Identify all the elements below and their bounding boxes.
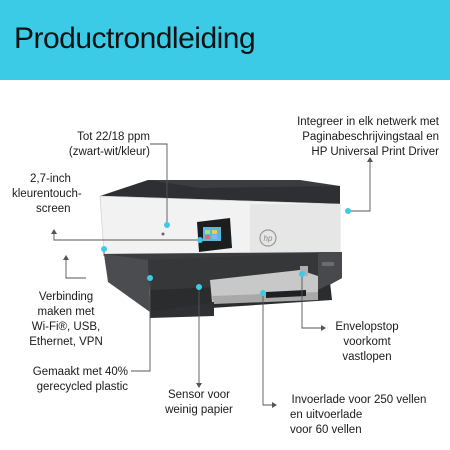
- callout-envelope-line: voorkomt: [343, 336, 391, 348]
- recycled-dot: [147, 275, 153, 281]
- callout-trays-line: voor 60 vellen: [290, 424, 362, 436]
- callout-network-line: Paginabeschrijvingstaal en: [302, 131, 439, 143]
- callout-ppm: Tot 22/18 ppm (zwart-wit/kleur): [28, 130, 150, 160]
- callout-connectivity-line: Wi-Fi®, USB,: [31, 321, 101, 333]
- callout-sensor: Sensor voor weinig papier: [154, 388, 244, 418]
- connectivity-dot: [101, 246, 107, 252]
- callout-envelope: Envelopstop voorkomt vastlopen: [326, 320, 408, 365]
- callout-trays: Invoerlade voor 250 vellen en uitvoerlad…: [278, 393, 440, 438]
- callout-envelope-line: Envelopstop: [335, 321, 399, 333]
- callout-connectivity-line: Ethernet, VPN: [29, 336, 103, 348]
- callout-dots: [101, 208, 351, 296]
- callout-network: Integreer in elk netwerk met Paginabesch…: [262, 115, 439, 160]
- callout-touchscreen-line: 2,7-inch: [30, 173, 71, 185]
- callout-trays-line: en uitvoerlade: [290, 409, 363, 421]
- envelope-dot: [299, 271, 305, 277]
- trays-dot: [260, 290, 266, 296]
- page-title: Productrondleiding: [14, 22, 256, 55]
- callout-connectivity-line: maken met: [37, 306, 95, 318]
- callout-trays-line: Invoerlade voor 250 vellen: [291, 394, 427, 406]
- sensor-dot: [196, 284, 202, 290]
- callout-connectivity-line: Verbinding: [38, 291, 94, 303]
- callout-ppm-line: Tot 22/18 ppm: [77, 131, 150, 143]
- header-banner: Productrondleiding: [0, 0, 450, 80]
- callout-sensor-line: Sensor voor: [167, 389, 230, 401]
- callout-recycled-line: gerecycled plastic: [36, 381, 128, 393]
- callout-lines: [53, 143, 371, 406]
- network-dot: [345, 208, 351, 214]
- callout-touchscreen: 2,7-inch kleurentouch- screen: [12, 172, 82, 217]
- ppm-dot: [164, 222, 170, 228]
- callout-ppm-line: (zwart-wit/kleur): [68, 146, 150, 158]
- callout-touchscreen-line: kleurentouch-: [12, 188, 82, 200]
- callout-sensor-line: weinig papier: [165, 404, 233, 416]
- callout-connectivity: Verbinding maken met Wi-Fi®, USB, Ethern…: [16, 290, 116, 350]
- callout-touchscreen-line: screen: [36, 203, 71, 215]
- hp-logo-icon: [259, 229, 277, 247]
- touchscreen-dot: [197, 237, 203, 243]
- callout-network-line: Integreer in elk netwerk met: [297, 116, 439, 128]
- hp-logo-text: hp: [264, 234, 273, 243]
- callout-network-line: HP Universal Print Driver: [311, 146, 439, 158]
- callout-recycled-line: Gemaakt met 40%: [32, 366, 128, 378]
- callout-recycled: Gemaakt met 40% gerecycled plastic: [10, 365, 128, 395]
- callout-envelope-line: vastlopen: [342, 351, 392, 363]
